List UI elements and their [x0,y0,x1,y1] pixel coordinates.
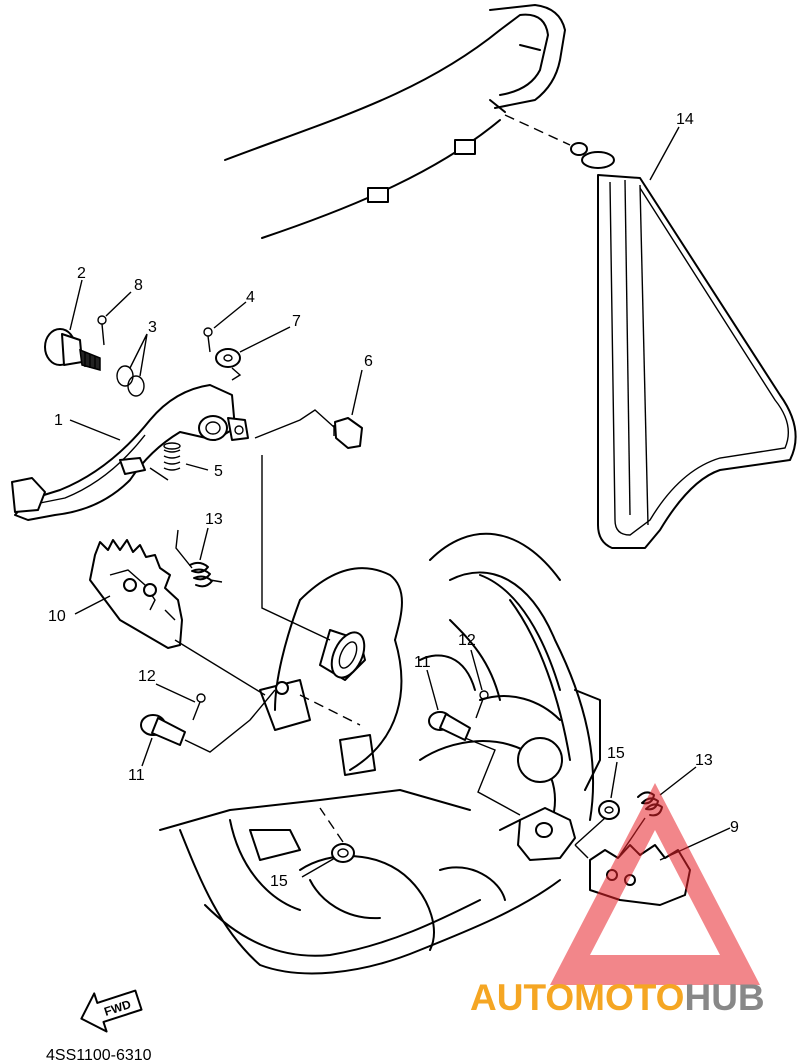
side-stand [504,114,797,549]
callout-4: 4 [246,289,255,306]
watermark-hub: HUB [684,977,764,1018]
pivot-bolt [44,328,101,371]
footrest-left [89,539,183,649]
callout-2: 2 [77,265,86,282]
callout-12b: 12 [458,632,476,649]
bolt-right [428,711,471,741]
callout-1: 1 [54,412,63,429]
automotohub-watermark: AUTOMOTOHUB [470,783,765,1018]
callout-11b: 11 [414,654,431,671]
callout-14: 14 [676,111,694,128]
washer-7 [215,348,241,368]
cotter-pin-8 [97,315,107,346]
leader-lines [69,126,731,878]
callout-10: 10 [48,608,66,625]
footrest-bracket [517,807,576,861]
cotter-pin-right [475,690,489,719]
callout-5: 5 [214,463,223,480]
callout-15b: 15 [270,873,288,890]
spring-5 [163,442,181,471]
brake-pedal [11,384,249,521]
part-code: 4SS1100-6310 [46,1047,152,1063]
washer-bottom [331,843,355,863]
cotter-pin-left [192,693,206,721]
fwd-arrow: FWD [80,989,143,1033]
callout-3: 3 [148,319,157,336]
footrest-spring-upper [189,561,223,588]
callout-13a: 13 [205,511,223,528]
cotter-pin-4 [203,327,213,353]
callout-labels: 1 2 3 4 5 6 7 8 9 10 11 11 12 12 13 13 1… [48,111,739,890]
bolt-left [140,714,186,746]
washer-right [598,800,620,820]
callout-8: 8 [134,277,143,294]
watermark-text: AUTOMOTOHUB [470,977,765,1018]
callout-11a: 11 [128,767,145,784]
frame-outline [159,4,601,975]
pin-6 [333,417,363,449]
callout-6: 6 [364,353,373,370]
watermark-auto: AUTOMOTO [470,977,684,1018]
callout-15a: 15 [607,745,625,762]
callout-13b: 13 [695,752,713,769]
callout-7: 7 [292,313,301,330]
callout-9: 9 [730,819,739,836]
watermark-triangle [550,783,760,985]
o-rings [116,365,145,397]
callout-12a: 12 [138,668,156,685]
